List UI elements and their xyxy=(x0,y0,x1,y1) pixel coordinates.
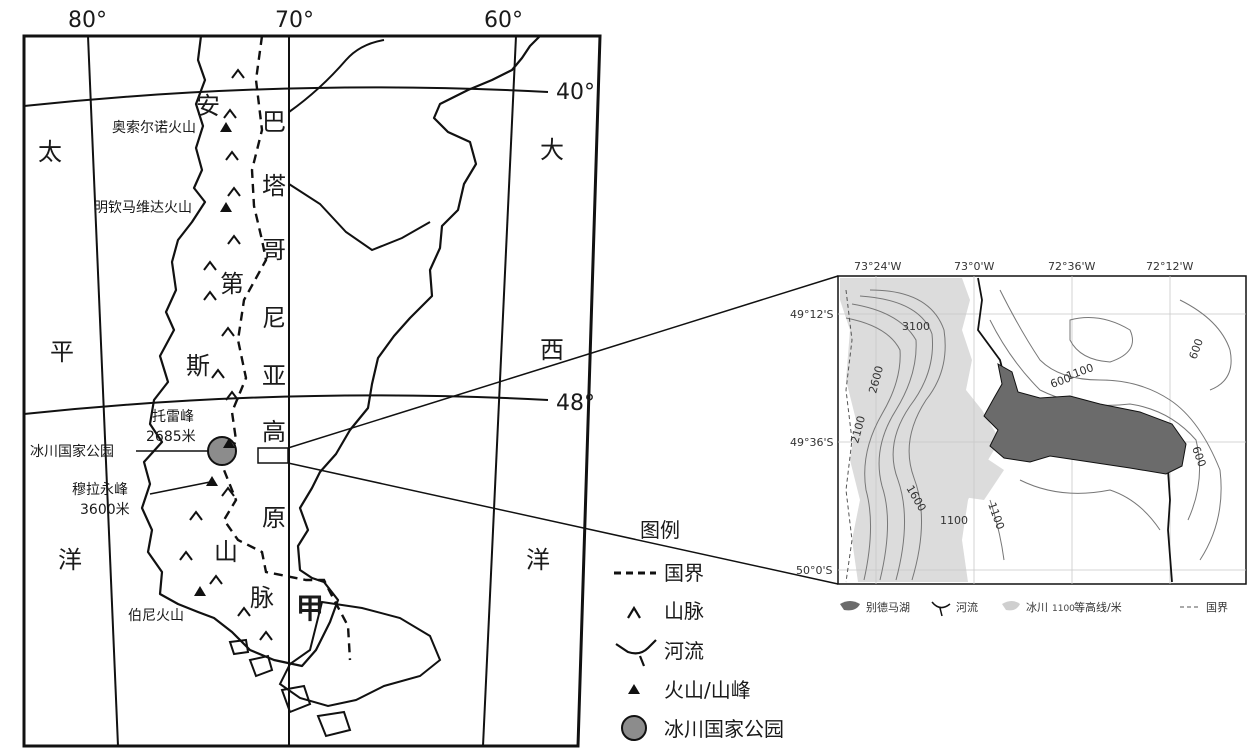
osorno-label: 奥索尔诺火山 xyxy=(112,119,196,136)
pacific-char-2: 平 xyxy=(50,338,74,366)
mura-name-label: 穆拉永峰 xyxy=(72,482,128,498)
inset-legend-contour-value: 1100 xyxy=(1052,604,1075,614)
torre-height-label: 2685米 xyxy=(146,429,196,445)
inset-legend-lake-icon xyxy=(840,601,860,611)
legend: 图例 国界 山脉 河流 火山/山峰 冰川国家公园 xyxy=(614,518,784,741)
legend-river-icon xyxy=(615,639,657,667)
inset-legend-border-label: 国界 xyxy=(1206,601,1228,614)
patagonia-char-7: 原 xyxy=(262,504,286,532)
inset-lat-1: 49°12'S xyxy=(790,308,834,321)
legend-border-label: 国界 xyxy=(664,561,704,585)
legend-river-label: 河流 xyxy=(664,639,704,663)
inset-legend-river-label: 河流 xyxy=(956,600,978,614)
contour-lines xyxy=(845,289,1232,581)
atlantic-char-3: 洋 xyxy=(526,546,550,574)
lon-label-70: 70° xyxy=(275,8,314,33)
legend-mountain-icon xyxy=(627,605,641,619)
inset-legend-lake-label: 别德马湖 xyxy=(866,600,910,614)
river-2 xyxy=(288,39,385,113)
andes-char-3: 斯 xyxy=(186,352,210,380)
parallel-40 xyxy=(23,86,549,107)
inset-lon-3: 72°36'W xyxy=(1048,260,1096,273)
mura-leader xyxy=(149,481,211,495)
lat-label-48: 48° xyxy=(556,391,595,416)
glacier-area-2 xyxy=(940,454,1004,500)
parallel-48 xyxy=(23,394,549,415)
island-2 xyxy=(280,684,312,714)
river-1 xyxy=(288,183,431,252)
legend-park-label: 冰川国家公园 xyxy=(664,717,784,741)
atlantic-char-2: 西 xyxy=(540,336,564,364)
inset-border xyxy=(845,289,853,583)
inset-lat-3: 50°0'S xyxy=(796,564,833,577)
lon-label-60: 60° xyxy=(484,8,523,33)
inset-lon-1: 73°24'W xyxy=(854,260,902,273)
lon-label-80: 80° xyxy=(68,8,107,33)
volcano-osorno-icon xyxy=(220,122,232,132)
mura-height-label: 3600米 xyxy=(80,502,130,518)
inset-legend-river-icon xyxy=(931,601,951,617)
tierra-del-fuego xyxy=(278,600,442,708)
inset-map: 73°24'W 73°0'W 72°36'W 72°12'W 49°12'S 4… xyxy=(790,260,1247,617)
pacific-char-1: 太 xyxy=(38,138,62,166)
main-map: 80° 70° 60° 40° 48° xyxy=(22,8,839,748)
michinmahuida-label: 明钦马维达火山 xyxy=(94,200,192,216)
patagonia-char-2: 塔 xyxy=(262,172,286,200)
map-frame xyxy=(22,34,602,748)
glacier-park-marker-icon xyxy=(207,436,237,466)
glacier-area xyxy=(840,278,1000,582)
jia-label: 甲 xyxy=(296,592,324,625)
patagonia-char-6: 高 xyxy=(262,418,286,446)
legend-title: 图例 xyxy=(640,518,680,542)
peak-mura-icon xyxy=(206,476,218,486)
legend-park-icon xyxy=(621,715,647,741)
inset-connector-bottom xyxy=(287,462,839,585)
patagonia-char-4: 尼 xyxy=(262,304,286,332)
island-1 xyxy=(248,654,274,678)
contour-label-1100a: 1100 xyxy=(940,514,968,527)
mountain-range-symbols xyxy=(179,68,273,641)
meridian-80 xyxy=(87,35,119,747)
legend-volcano-label: 火山/山峰 xyxy=(664,678,751,702)
inset-legend-glacier-label: 冰川 xyxy=(1026,601,1048,614)
legend-volcano-icon xyxy=(628,684,640,694)
legend-mountain-label: 山脉 xyxy=(664,599,704,623)
patagonia-char-5: 亚 xyxy=(262,362,286,390)
inset-connector-top xyxy=(287,275,839,449)
contour-label-3100: 3100 xyxy=(902,320,930,333)
burney-label: 伯尼火山 xyxy=(128,608,184,624)
andes-char-2: 第 xyxy=(220,270,244,298)
island-3 xyxy=(316,710,352,738)
island-4 xyxy=(228,638,250,656)
patagonia-char-1: 巴 xyxy=(262,108,286,136)
andes-char-5: 脉 xyxy=(250,584,274,612)
pacific-char-3: 洋 xyxy=(58,546,82,574)
volcano-michinmahuida-icon xyxy=(220,202,232,212)
andes-char-4: 山 xyxy=(214,538,238,566)
volcano-burney-icon xyxy=(194,586,206,596)
inset-legend-contour-label: 等高线/米 xyxy=(1074,600,1122,614)
viedma-lake xyxy=(983,363,1187,475)
meridian-60 xyxy=(482,35,517,747)
inset-lon-4: 72°12'W xyxy=(1146,260,1194,273)
park-label: 冰川国家公园 xyxy=(30,443,114,460)
patagonia-char-3: 哥 xyxy=(262,236,286,264)
torre-name-label: 托雷峰 xyxy=(152,409,194,425)
andes-char-1: 安 xyxy=(196,92,220,120)
coastline xyxy=(140,35,541,668)
inset-lon-2: 73°0'W xyxy=(954,260,995,273)
atlantic-char-1: 大 xyxy=(540,136,564,164)
inset-locator-box xyxy=(257,447,289,464)
lat-label-40: 40° xyxy=(556,80,595,105)
inset-lat-2: 49°36'S xyxy=(790,436,834,449)
national-border xyxy=(222,35,352,661)
inset-legend-glacier-icon xyxy=(1002,601,1020,611)
peak-torre-icon xyxy=(223,438,235,448)
